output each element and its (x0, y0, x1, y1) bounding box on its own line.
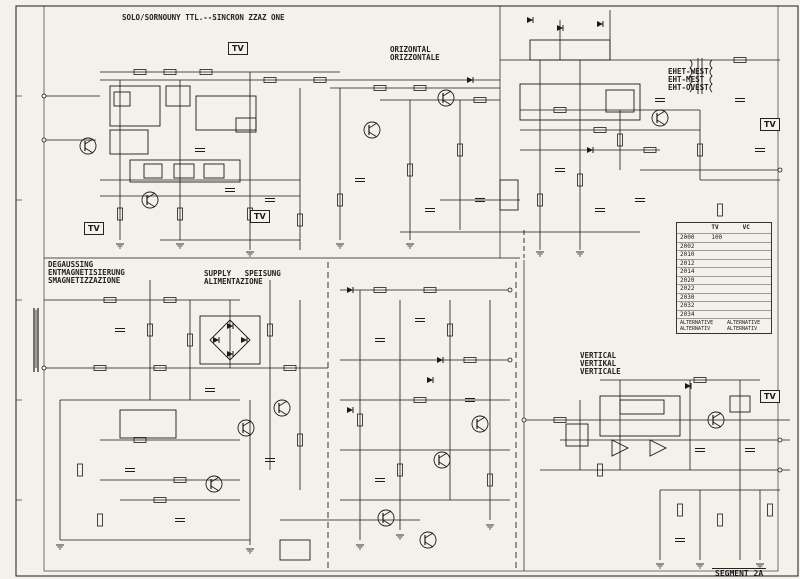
table-cell (740, 277, 771, 285)
table-row: 2030 (677, 293, 771, 302)
table-cell: 100 (711, 234, 723, 241)
table-footer-note: ALTERNATIVE ALTERNATIV (680, 320, 714, 332)
tv-badge: TV (760, 390, 780, 403)
table-cell: 2014 (680, 268, 695, 275)
table-cell: 2000 (680, 234, 695, 241)
table-cell (708, 260, 739, 268)
table-header-cell: VC (742, 224, 750, 231)
table-cell (740, 234, 771, 242)
horizontal-section-title: ORIZONTAL ORIZZONTALE (390, 45, 440, 62)
table-row: 2032 (677, 302, 771, 311)
table-cell (740, 243, 771, 251)
table-row: 2034 (677, 310, 771, 319)
table-cell (740, 311, 771, 319)
variant-table: TV VC 2000 100 2002 2010 2012 2014 2020 2… (676, 222, 772, 334)
table-row: 2002 (677, 242, 771, 251)
table-row: 2000 100 (677, 234, 771, 243)
supply-section-title: SUPPLY SPEISUNG ALIMENTAZIONE (204, 269, 281, 286)
table-cell (708, 311, 739, 319)
table-cell (740, 285, 771, 293)
tv-badge: TV (760, 118, 780, 131)
vertical-section-title: VERTICAL VERTIKAL VERTICALE (580, 351, 621, 376)
tv-badge: TV (228, 42, 248, 55)
table-cell: 2012 (680, 259, 695, 267)
table-header-cell: TV (711, 224, 719, 231)
table-cell (708, 268, 739, 276)
table-cell (708, 251, 739, 259)
table-row: 2020 (677, 276, 771, 285)
table-cell: 2034 (680, 310, 695, 318)
table-cell (708, 277, 739, 285)
segment-label: SEGMENT 2A (712, 568, 767, 578)
table-cell: 2022 (680, 285, 695, 292)
table-cell (740, 294, 771, 302)
table-cell (708, 243, 739, 251)
table-row: 2022 (677, 285, 771, 294)
table-cell: 2010 (680, 251, 695, 258)
table-header-cell (677, 223, 708, 233)
table-cell (740, 260, 771, 268)
tv-badge: TV (250, 210, 270, 223)
table-row: 2014 (677, 268, 771, 277)
table-cell (740, 302, 771, 310)
table-cell (708, 285, 739, 293)
table-cell: 2020 (680, 276, 695, 284)
sync-section-title: SOLO/SORNOUNY TTL.--SINCRON ZZAZ ONE (122, 13, 285, 22)
table-footer: ALTERNATIVE ALTERNATIV ALTERNATIVE ALTER… (677, 319, 771, 333)
table-cell: 2002 (680, 242, 695, 250)
table-cell: 2032 (680, 302, 695, 309)
tv-badge: TV (84, 222, 104, 235)
eht-section-title: EHET-WEST EHT-MEST EHT-OVEST (668, 67, 709, 92)
table-header-row: TV VC (677, 223, 771, 234)
degauss-section-title: DEGAUSSING ENTMAGNETISIERUNG SMAGNETIZZA… (48, 260, 125, 285)
table-cell (708, 302, 739, 310)
table-cell (708, 294, 739, 302)
table-footer-note: ALTERNATIVE ALTERNATIV (727, 320, 761, 332)
table-row: 2012 (677, 259, 771, 268)
table-cell (740, 268, 771, 276)
table-cell (740, 251, 771, 259)
table-row: 2010 (677, 251, 771, 260)
table-cell: 2030 (680, 293, 695, 301)
